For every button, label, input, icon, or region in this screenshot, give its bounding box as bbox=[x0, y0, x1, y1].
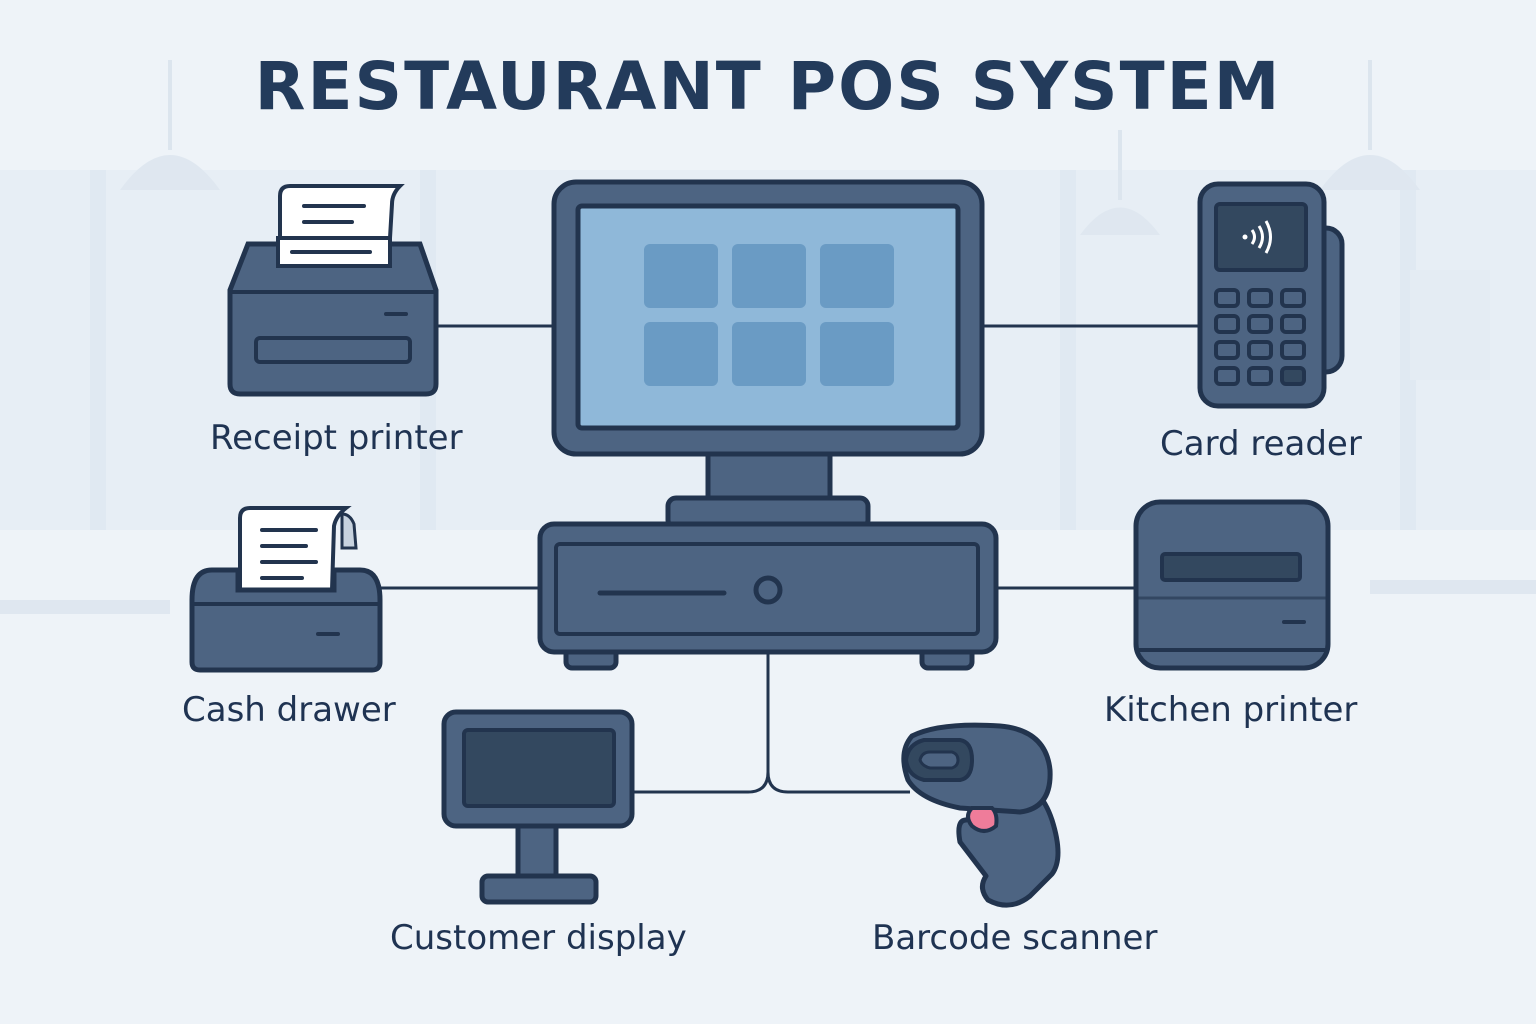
diagram-title: RESTAURANT POS SYSTEM bbox=[254, 48, 1282, 125]
customer-display-icon bbox=[441, 709, 635, 905]
label-kitchen-printer: Kitchen printer bbox=[1104, 690, 1358, 730]
receipt-printer-icon bbox=[227, 184, 439, 397]
link-bottom-trunk bbox=[632, 654, 910, 794]
label-barcode-scanner: Barcode scanner bbox=[872, 918, 1158, 958]
card-reader-icon bbox=[1197, 181, 1345, 409]
kitchen-printer-icon bbox=[1133, 499, 1331, 671]
label-receipt-printer: Receipt printer bbox=[210, 418, 463, 458]
pos-terminal-icon bbox=[537, 179, 999, 671]
barcode-scanner-icon bbox=[901, 722, 1061, 908]
label-card-reader: Card reader bbox=[1160, 424, 1362, 464]
label-customer-display: Customer display bbox=[390, 918, 687, 958]
connections bbox=[380, 324, 1200, 794]
cash-drawer-icon bbox=[189, 506, 383, 673]
label-cash-drawer: Cash drawer bbox=[182, 690, 396, 730]
